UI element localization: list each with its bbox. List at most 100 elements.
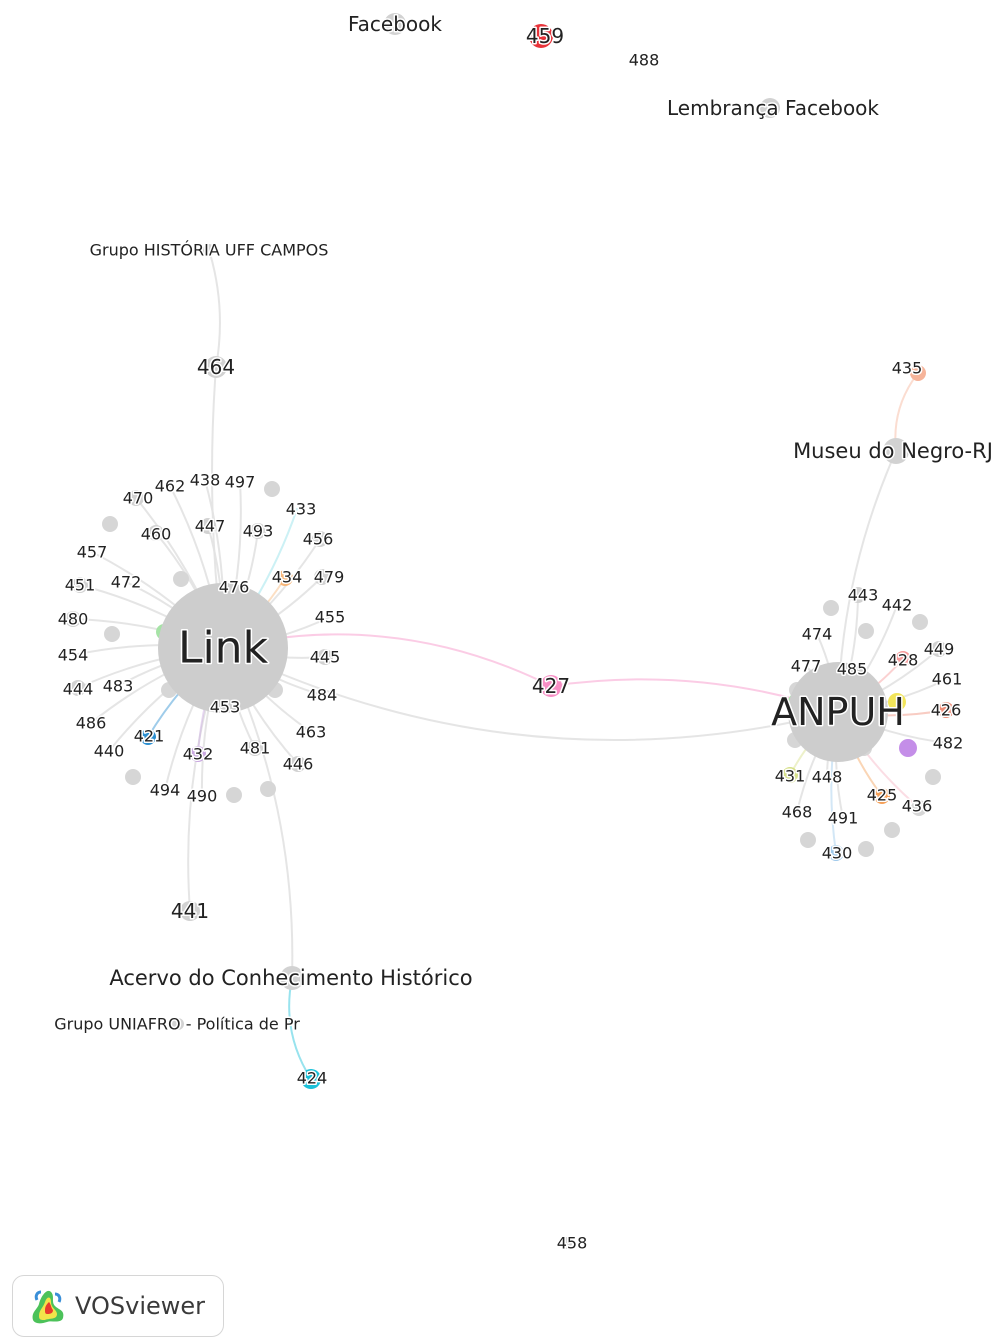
satellite-node[interactable] xyxy=(858,623,874,639)
node-label-428: 428 xyxy=(888,651,919,670)
node-label-436: 436 xyxy=(902,797,933,816)
node-label-483: 483 xyxy=(103,677,134,696)
node-link[interactable] xyxy=(158,583,288,713)
node-425[interactable] xyxy=(874,788,890,804)
node-label-484: 484 xyxy=(307,686,338,705)
node-424[interactable] xyxy=(301,1069,321,1089)
vosviewer-logo-icon xyxy=(29,1284,67,1328)
node-uniafro[interactable] xyxy=(172,1018,184,1030)
node-label-430: 430 xyxy=(822,844,853,863)
node-label-488: 488 xyxy=(629,51,660,70)
vosviewer-badge[interactable]: VOSviewer xyxy=(12,1275,224,1337)
node-427[interactable] xyxy=(540,675,562,697)
node-label-456: 456 xyxy=(303,530,334,549)
node-label-443: 443 xyxy=(848,586,879,605)
node-428[interactable] xyxy=(895,651,911,667)
node-label-474: 474 xyxy=(802,625,833,644)
node-label-grupo-historia: Grupo HISTÓRIA UFF CAMPOS xyxy=(90,241,329,260)
satellite-node[interactable] xyxy=(226,787,242,803)
node-426[interactable] xyxy=(938,702,954,718)
node-label-461: 461 xyxy=(932,670,963,689)
satellite-node[interactable] xyxy=(102,516,118,532)
satellite-node[interactable] xyxy=(823,600,839,616)
node-label-426: 426 xyxy=(931,701,962,720)
node-label-435: 435 xyxy=(892,359,923,378)
satellite-node[interactable] xyxy=(260,781,276,797)
node-label-462: 462 xyxy=(155,477,186,496)
satellite-node[interactable] xyxy=(912,614,928,630)
satellite-node[interactable] xyxy=(125,769,141,785)
node-464[interactable] xyxy=(205,356,227,378)
node-441[interactable] xyxy=(180,901,200,921)
node-481[interactable] xyxy=(247,740,263,756)
node-447[interactable] xyxy=(200,518,216,534)
node-470[interactable] xyxy=(128,490,144,506)
node-label-444: 444 xyxy=(63,680,94,699)
node-label-431: 431 xyxy=(775,767,806,786)
node-432[interactable] xyxy=(190,746,206,762)
node-label-480: 480 xyxy=(58,610,89,629)
node-facebook[interactable] xyxy=(384,13,406,35)
satellite-node[interactable] xyxy=(858,841,874,857)
node-479[interactable] xyxy=(314,569,330,585)
node-label-427: 427 xyxy=(532,674,570,698)
node-label-468: 468 xyxy=(782,803,813,822)
node-label-457: 457 xyxy=(77,543,108,562)
node-label-440: 440 xyxy=(94,742,125,761)
satellite-node[interactable] xyxy=(104,626,120,642)
node-label-446: 446 xyxy=(283,755,314,774)
satellite-node[interactable] xyxy=(884,822,900,838)
node-label-432: 432 xyxy=(183,745,214,764)
node-445[interactable] xyxy=(317,649,333,665)
node-459[interactable] xyxy=(529,24,553,48)
node-label-455: 455 xyxy=(315,608,346,627)
node-label-479: 479 xyxy=(314,568,345,587)
node-label-museu: Museu do Negro-RJ xyxy=(793,439,993,463)
node-451[interactable] xyxy=(72,577,88,593)
node-label-441: 441 xyxy=(171,899,209,923)
node-label-472: 472 xyxy=(111,573,142,592)
node-label-uniafro: Grupo UNIAFRO - Política de Pr xyxy=(54,1015,300,1034)
node-anpuh[interactable] xyxy=(788,662,888,762)
node-446[interactable] xyxy=(290,756,306,772)
node-label-494: 494 xyxy=(150,781,181,800)
satellite-node[interactable] xyxy=(800,832,816,848)
node-label-438: 438 xyxy=(190,471,221,490)
node-456[interactable] xyxy=(312,531,328,547)
node-lembranca[interactable] xyxy=(760,98,780,118)
node-label-460: 460 xyxy=(141,525,172,544)
node-449[interactable] xyxy=(931,641,947,657)
vosviewer-brand-name: VOSviewer xyxy=(75,1292,206,1320)
node-anpuh-purple[interactable] xyxy=(899,739,917,757)
node-444[interactable] xyxy=(70,680,86,696)
node-493[interactable] xyxy=(250,523,266,539)
node-label-491: 491 xyxy=(828,809,859,828)
satellite-node[interactable] xyxy=(173,571,189,587)
node-acervo[interactable] xyxy=(280,966,304,990)
node-458[interactable] xyxy=(560,1237,572,1249)
node-431[interactable] xyxy=(782,767,798,783)
node-label-442: 442 xyxy=(882,596,913,615)
node-label-448: 448 xyxy=(812,768,843,787)
node-label-445: 445 xyxy=(310,648,341,667)
node-430[interactable] xyxy=(828,845,844,861)
node-label-476: 476 xyxy=(219,578,250,597)
satellite-node[interactable] xyxy=(925,769,941,785)
node-grupo-historia[interactable] xyxy=(203,244,215,256)
node-anpuh-yellow[interactable] xyxy=(888,693,906,711)
node-443[interactable] xyxy=(850,587,866,603)
satellite-node[interactable] xyxy=(911,800,927,816)
node-museu[interactable] xyxy=(883,438,909,464)
node-label-477: 477 xyxy=(791,657,822,676)
node-label-facebook: Facebook xyxy=(348,12,442,36)
node-label-453: 453 xyxy=(210,698,241,717)
node-421[interactable] xyxy=(140,729,156,745)
node-434[interactable] xyxy=(277,570,293,586)
node-label-458: 458 xyxy=(557,1234,588,1253)
node-435[interactable] xyxy=(910,365,926,381)
node-480[interactable] xyxy=(65,611,81,627)
node-460[interactable] xyxy=(148,525,164,541)
satellite-node[interactable] xyxy=(264,481,280,497)
